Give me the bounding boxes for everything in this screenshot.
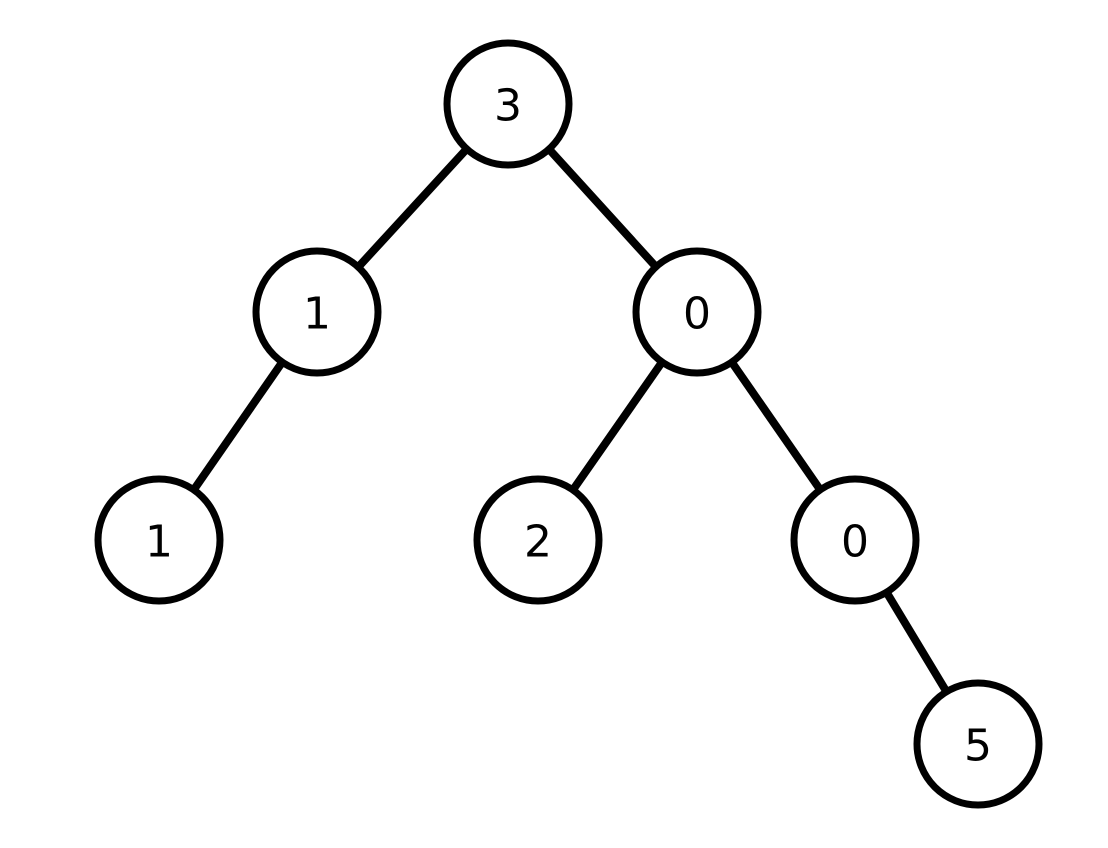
edge-right-to-right-right bbox=[727, 358, 825, 494]
node-circle-right-left bbox=[473, 475, 603, 605]
node-circle-root bbox=[443, 39, 573, 169]
tree-node-right-right: 0 bbox=[790, 475, 920, 605]
node-value-right: 0 bbox=[683, 289, 711, 340]
edge-right-right-to-right-right-right bbox=[882, 588, 951, 696]
tree-edges bbox=[189, 144, 951, 696]
node-circle-right bbox=[632, 247, 762, 377]
tree-node-root: 3 bbox=[443, 39, 573, 169]
edge-left-to-left-left bbox=[189, 358, 287, 494]
node-value-left-left: 1 bbox=[145, 517, 173, 568]
node-circle-left-left bbox=[94, 475, 224, 605]
tree-nodes: 3 1 0 1 2 0 5 bbox=[94, 39, 1043, 809]
node-value-left: 1 bbox=[303, 289, 331, 340]
node-value-right-right: 0 bbox=[841, 517, 869, 568]
edge-right-to-right-left bbox=[568, 358, 667, 494]
node-circle-right-right bbox=[790, 475, 920, 605]
tree-node-right-right-right: 5 bbox=[913, 679, 1043, 809]
node-value-root: 3 bbox=[494, 81, 522, 132]
tree-node-left: 1 bbox=[252, 247, 382, 377]
tree-node-right: 0 bbox=[632, 247, 762, 377]
node-value-right-left: 2 bbox=[524, 517, 552, 568]
node-value-right-right-right: 5 bbox=[964, 721, 992, 772]
node-circle-right-right-right bbox=[913, 679, 1043, 809]
edge-root-to-left bbox=[353, 144, 472, 272]
node-circle-left bbox=[252, 247, 382, 377]
tree-node-left-left: 1 bbox=[94, 475, 224, 605]
edge-root-to-right bbox=[544, 144, 661, 272]
tree-node-right-left: 2 bbox=[473, 475, 603, 605]
